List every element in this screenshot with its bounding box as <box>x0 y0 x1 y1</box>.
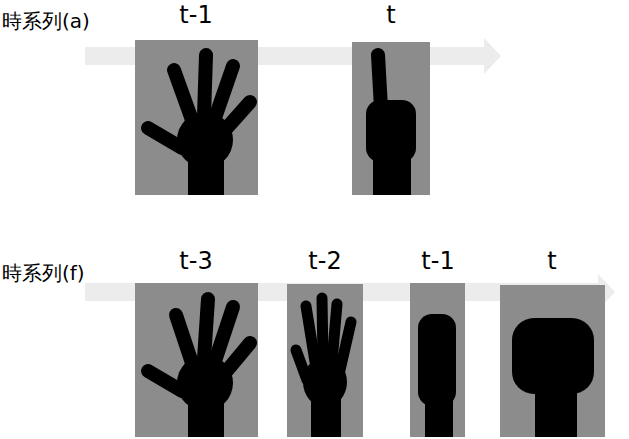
pointing-hand <box>366 55 416 195</box>
time-label: t <box>547 248 556 274</box>
image-frame <box>135 40 605 437</box>
time-label: t-1 <box>421 248 454 274</box>
time-label: t-2 <box>308 248 341 274</box>
series-label: 時系列(a) <box>2 10 90 32</box>
closing-hand <box>296 298 351 437</box>
fist <box>512 318 594 437</box>
open-hand <box>148 299 250 437</box>
series-label: 時系列(f) <box>2 262 85 284</box>
time-label: t <box>386 2 395 28</box>
closing-hand <box>418 314 456 437</box>
timeline-arrow <box>85 38 615 310</box>
open-hand <box>148 55 250 195</box>
time-label: t-1 <box>179 2 212 28</box>
time-label: t-3 <box>179 248 212 274</box>
